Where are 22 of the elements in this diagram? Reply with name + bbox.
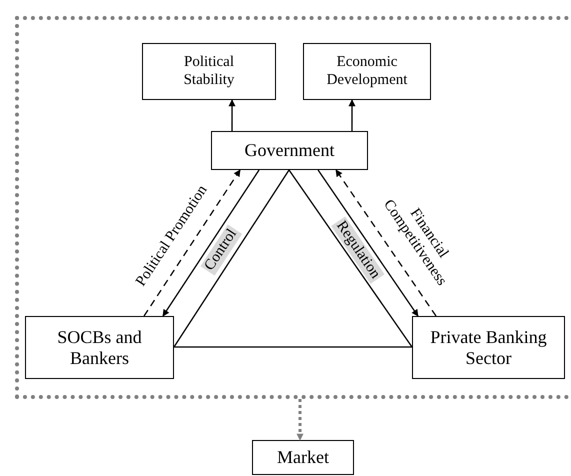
connector-line — [288, 170, 413, 348]
label-box — [142, 43, 276, 100]
label-box — [252, 440, 354, 475]
box-text: Government — [244, 140, 336, 161]
arrow — [335, 169, 437, 316]
box-text: Economic Development — [326, 54, 408, 89]
box-text: SOCBs and Bankers — [56, 326, 143, 368]
arrow — [348, 99, 356, 131]
arrow — [162, 170, 260, 317]
arrow — [318, 170, 418, 317]
label-box — [25, 316, 174, 379]
connector-line — [173, 170, 290, 348]
box-text: Private Banking Sector — [429, 326, 548, 368]
label-box — [303, 43, 431, 100]
arrow — [144, 169, 241, 316]
arrow — [228, 99, 236, 131]
box-text: Political Stability — [182, 54, 236, 89]
connector-line — [174, 346, 412, 348]
label-box — [412, 316, 565, 379]
arrow — [296, 399, 304, 441]
box-text: Market — [276, 447, 330, 468]
label-box — [211, 131, 368, 170]
